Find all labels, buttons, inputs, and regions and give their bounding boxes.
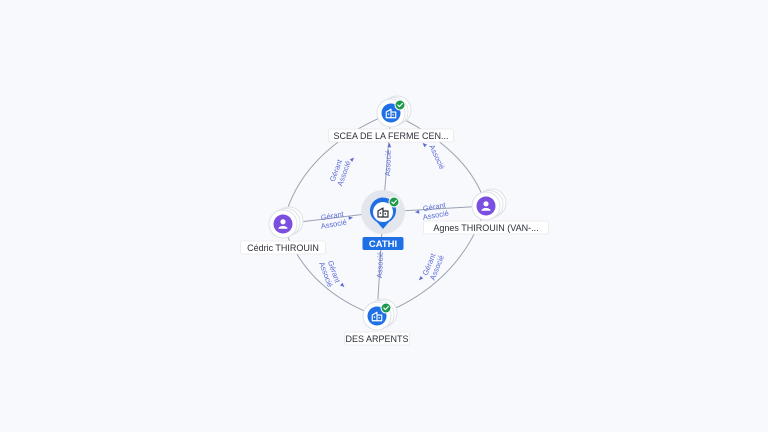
node-label-cathi[interactable]: CATHI	[362, 237, 404, 250]
building-icon	[385, 108, 397, 119]
edge-arrow-cedric-scea	[349, 157, 355, 162]
node-agnes[interactable]: Agnes THIROUIN (VAN-...	[423, 188, 549, 235]
edge-label-arpents-cathi: Associé	[375, 252, 385, 279]
edge-arrow-agnes-scea	[422, 142, 427, 148]
node-label-text: DES ARPENTS	[345, 334, 408, 344]
node-cathi[interactable]: CATHI	[361, 190, 405, 250]
edge-label-text: Gérant	[320, 209, 345, 222]
node-scea[interactable]: SCEA DE LA FERME CEN...	[328, 95, 454, 143]
node-arpents[interactable]: DES ARPENTS	[344, 298, 410, 346]
edge-label-text: Gérant	[422, 200, 447, 213]
edge-label-text: Associé	[427, 143, 446, 171]
edge-label-text: Associé	[422, 208, 449, 221]
node-label-agnes[interactable]: Agnes THIROUIN (VAN-...	[423, 220, 549, 235]
edge-label-text: Associé	[320, 217, 347, 230]
edge-arrow-cedric-cathi	[348, 216, 354, 220]
edge-label-agnes-scea: Associé	[427, 143, 446, 171]
node-label-scea[interactable]: SCEA DE LA FERME CEN...	[328, 128, 454, 143]
edge-label-text: Associé	[375, 252, 385, 279]
edge-label-cathi-scea: Associé	[383, 150, 393, 177]
verified-check-icon	[380, 302, 392, 314]
edge-arrow-agnes-cathi	[414, 210, 420, 214]
edge-arrow-cathi-scea	[387, 142, 392, 148]
node-label-arpents[interactable]: DES ARPENTS	[344, 331, 410, 346]
node-cedric[interactable]: Cédric THIROUIN	[240, 206, 326, 255]
node-label-background	[240, 240, 326, 255]
node-label-text: CATHI	[369, 239, 397, 250]
building-icon	[371, 311, 383, 322]
node-label-background	[344, 331, 410, 346]
node-label-background	[362, 237, 404, 250]
verified-check-icon	[394, 99, 406, 111]
node-label-background	[423, 220, 549, 235]
edge-arrow-cedric-arpents	[340, 282, 345, 288]
main-building-icon	[377, 207, 389, 218]
person-icon	[278, 219, 288, 229]
node-label-text: Agnes THIROUIN (VAN-...	[433, 223, 538, 233]
verified-check-icon	[388, 196, 400, 208]
nodes-layer: CATHI SCEA DE LA FERME CEN... DES ARPENTS C…	[240, 95, 549, 346]
node-label-text: SCEA DE LA FERME CEN...	[333, 131, 448, 141]
node-label-background	[328, 128, 454, 143]
node-label-cedric[interactable]: Cédric THIROUIN	[240, 240, 326, 255]
person-icon	[481, 201, 491, 211]
edge-label-text: Associé	[383, 150, 393, 177]
edge-arrow-agnes-arpents	[418, 275, 424, 281]
edge-line-cedric-arpents	[282, 223, 378, 317]
node-label-text: Cédric THIROUIN	[247, 243, 319, 253]
